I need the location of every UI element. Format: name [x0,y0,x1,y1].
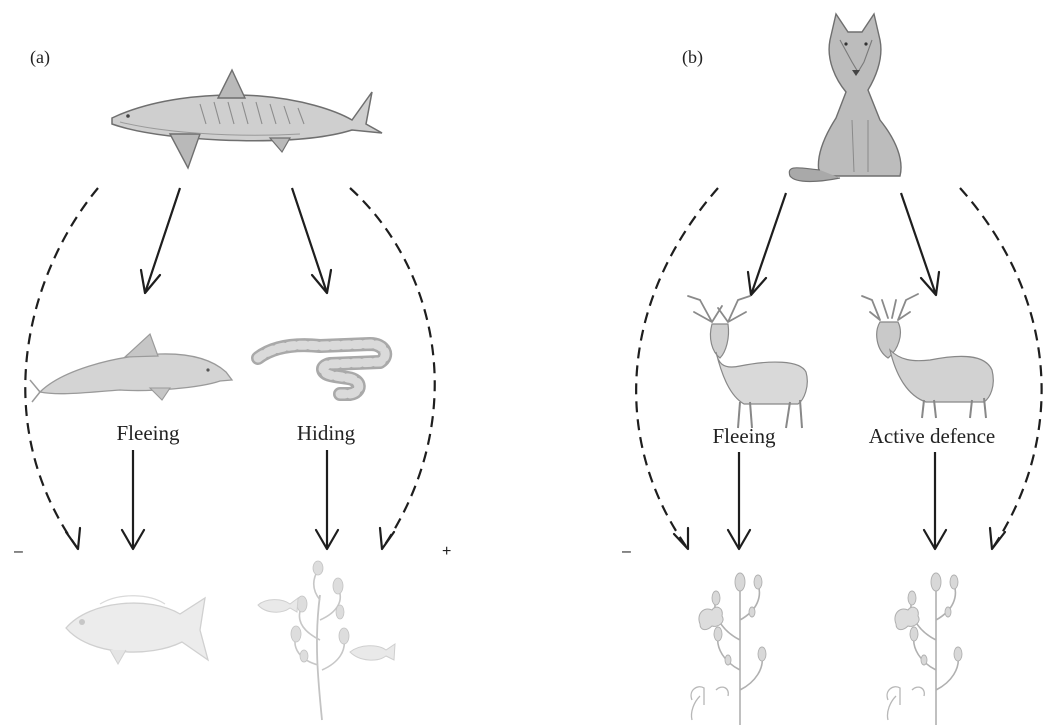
behaviour-label-active-defence: Active defence [869,424,996,448]
panel-a: (a) [14,47,451,720]
arrow-snake-to-seagrass [316,450,338,549]
arrow-shark-to-dolphin [141,188,180,293]
plant-icon-2 [887,573,962,725]
arrow-coyote-to-white-tailed-deer [748,193,786,295]
behaviour-label-fleeing-b: Fleeing [713,424,776,448]
effect-sign-positive-a: + [442,543,451,560]
arrow-coyote-to-mule-deer [901,193,939,295]
effect-sign-negative-b: – [622,543,631,560]
dolphin-icon [30,334,232,402]
effect-sign-negative-a: – [14,543,23,560]
arrow-white-tailed-deer-to-plants [728,452,750,549]
arrow-shark-to-snake [292,188,331,293]
panel-b: (b) [622,14,1042,725]
coyote-icon [789,14,901,182]
fish-icon [66,596,208,664]
mule-deer-icon [862,294,993,418]
arrow-dolphin-to-fish [122,450,144,549]
behaviour-label-hiding: Hiding [297,421,356,445]
arrow-mule-deer-to-plants [924,452,946,549]
panel-a-label: (a) [30,47,50,68]
sea-snake-icon [258,344,385,394]
seagrass-icon [258,561,395,720]
behaviour-label-fleeing-a: Fleeing [117,421,180,445]
panel-b-label: (b) [682,47,703,68]
dashed-arrow-left-b [636,188,718,549]
tiger-shark-icon [112,70,382,168]
white-tailed-deer-icon [688,296,807,428]
plant-icon [691,573,766,725]
